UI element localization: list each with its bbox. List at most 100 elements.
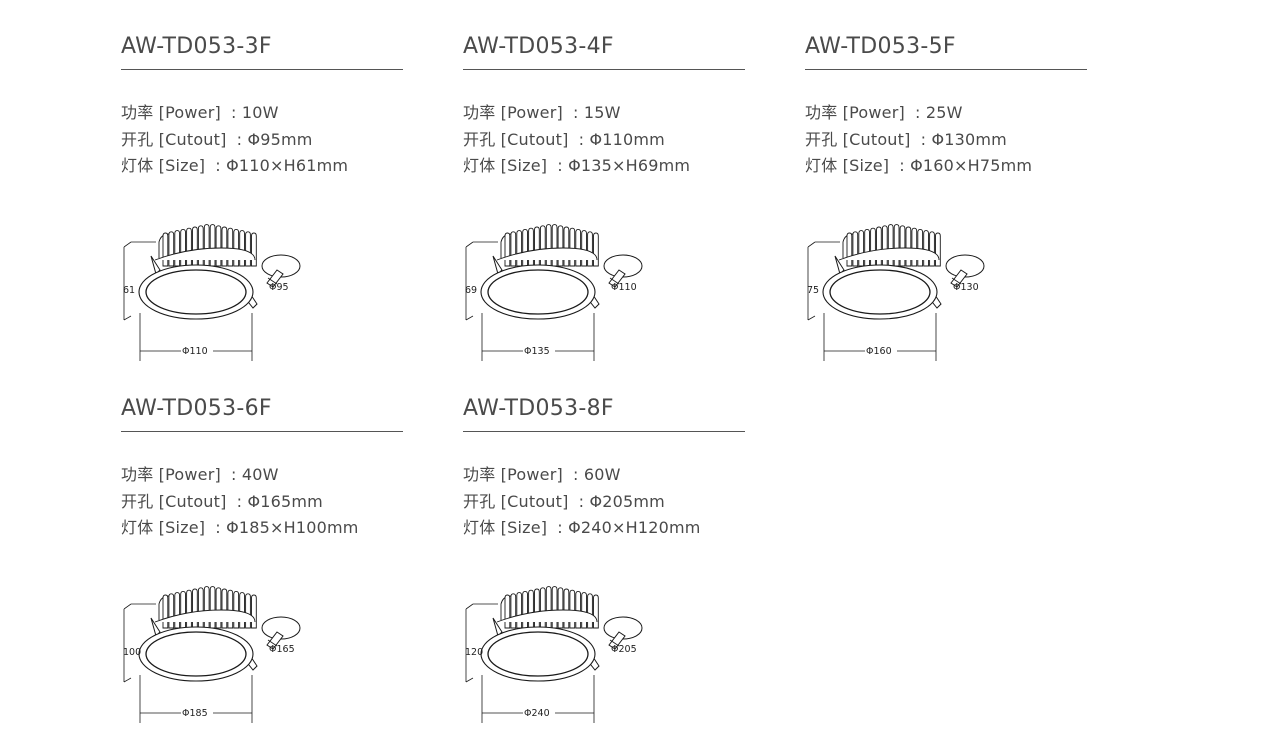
product-card: AW-TD053-4F 功率 [Power]: 15W 开孔 [Cutout]:… xyxy=(463,32,745,361)
downlight-drawing: 69 Φ135 Φ110 xyxy=(463,212,653,361)
diameter-dimension xyxy=(481,313,595,361)
trim-ring-inner xyxy=(145,269,247,315)
height-dim-label: 120 xyxy=(465,647,483,658)
downlight-heatsink xyxy=(154,586,257,629)
spec-list: 功率 [Power]: 60W 开孔 [Cutout]: Φ205mm 灯体 [… xyxy=(463,462,745,542)
height-dimension xyxy=(123,241,156,321)
cutout-hole-icon xyxy=(603,254,643,288)
product-card: AW-TD053-8F 功率 [Power]: 60W 开孔 [Cutout]:… xyxy=(463,394,745,723)
cutout-hole-icon xyxy=(603,616,643,650)
spec-cutout: 开孔 [Cutout]: Φ130mm xyxy=(805,129,1007,149)
cutout-value: Φ110mm xyxy=(589,129,665,149)
spec-list: 功率 [Power]: 40W 开孔 [Cutout]: Φ165mm 灯体 [… xyxy=(121,462,403,542)
trim-ring-inner xyxy=(487,631,589,677)
power-value: 25W xyxy=(925,103,963,122)
spec-power: 功率 [Power]: 40W xyxy=(121,465,279,484)
size-value: Φ135×H69mm xyxy=(568,156,691,175)
height-dim-label: 61 xyxy=(123,285,135,296)
title-divider xyxy=(121,431,403,432)
power-value: 60W xyxy=(583,465,621,484)
spec-list: 功率 [Power]: 10W 开孔 [Cutout]: Φ95mm 灯体 [S… xyxy=(121,100,403,180)
spec-power: 功率 [Power]: 60W xyxy=(463,465,621,484)
trim-ring-inner xyxy=(487,269,589,315)
height-dim-label: 69 xyxy=(465,285,477,296)
downlight-drawing-svg: 75 Φ160 Φ130 xyxy=(807,224,985,361)
spec-cutout: 开孔 [Cutout]: Φ165mm xyxy=(121,491,323,511)
downlight-drawing: 75 Φ160 Φ130 xyxy=(805,212,995,361)
downlight-heatsink xyxy=(838,224,941,267)
size-value: Φ240×H120mm xyxy=(568,518,701,537)
model-title: AW-TD053-8F xyxy=(463,396,614,421)
height-dimension xyxy=(123,603,156,683)
spec-cutout: 开孔 [Cutout]: Φ110mm xyxy=(463,129,665,149)
diameter-dimension xyxy=(139,675,253,723)
cutout-hole-icon xyxy=(261,254,301,288)
model-title: AW-TD053-5F xyxy=(805,34,956,59)
spec-size: 灯体 [Size]: Φ240×H120mm xyxy=(463,518,701,537)
power-value: 10W xyxy=(241,103,279,122)
power-value: 40W xyxy=(241,465,279,484)
downlight-drawing: 100 Φ185 Φ165 xyxy=(121,574,311,723)
spec-list: 功率 [Power]: 25W 开孔 [Cutout]: Φ130mm 灯体 [… xyxy=(805,100,1087,180)
downlight-drawing: 120 Φ240 Φ205 xyxy=(463,574,653,723)
model-title: AW-TD053-6F xyxy=(121,396,272,421)
spec-size: 灯体 [Size]: Φ160×H75mm xyxy=(805,156,1033,175)
diameter-dim-label: Φ185 xyxy=(182,708,208,719)
cutout-hole-icon xyxy=(261,616,301,650)
spec-size: 灯体 [Size]: Φ135×H69mm xyxy=(463,156,691,175)
spec-size: 灯体 [Size]: Φ110×H61mm xyxy=(121,156,349,175)
downlight-heatsink xyxy=(154,224,257,267)
height-dimension xyxy=(465,241,498,321)
product-card: AW-TD053-5F 功率 [Power]: 25W 开孔 [Cutout]:… xyxy=(805,32,1087,361)
spec-power: 功率 [Power]: 10W xyxy=(121,103,279,122)
downlight-drawing-svg: 100 Φ185 Φ165 xyxy=(123,586,301,723)
spec-cutout: 开孔 [Cutout]: Φ205mm xyxy=(463,491,665,511)
downlight-drawing: 61 Φ110 Φ95 xyxy=(121,212,311,361)
title-divider xyxy=(463,431,745,432)
size-value: Φ185×H100mm xyxy=(226,518,359,537)
title-divider xyxy=(805,69,1087,70)
spec-power: 功率 [Power]: 25W xyxy=(805,103,963,122)
model-title: AW-TD053-3F xyxy=(121,34,272,59)
height-dimension xyxy=(807,241,840,321)
cutout-hole-icon xyxy=(945,254,985,288)
product-card: AW-TD053-6F 功率 [Power]: 40W 开孔 [Cutout]:… xyxy=(121,394,403,723)
downlight-heatsink xyxy=(496,586,599,629)
cutout-value: Φ205mm xyxy=(589,491,665,511)
diameter-dimension xyxy=(481,675,595,723)
cutout-value: Φ95mm xyxy=(247,129,313,149)
cutout-dim-label: Φ165 xyxy=(269,644,295,655)
size-value: Φ110×H61mm xyxy=(226,156,349,175)
spec-size: 灯体 [Size]: Φ185×H100mm xyxy=(121,518,359,537)
downlight-drawing-svg: 61 Φ110 Φ95 xyxy=(123,224,301,361)
size-value: Φ160×H75mm xyxy=(910,156,1033,175)
cutout-dim-label: Φ110 xyxy=(611,282,637,293)
diameter-dim-label: Φ160 xyxy=(866,346,892,357)
downlight-heatsink xyxy=(496,224,599,267)
downlight-drawing-svg: 69 Φ135 Φ110 xyxy=(465,224,643,361)
height-dim-label: 100 xyxy=(123,647,141,658)
trim-ring-inner xyxy=(829,269,931,315)
title-divider xyxy=(463,69,745,70)
product-card: AW-TD053-3F 功率 [Power]: 10W 开孔 [Cutout]:… xyxy=(121,32,403,361)
spec-list: 功率 [Power]: 15W 开孔 [Cutout]: Φ110mm 灯体 [… xyxy=(463,100,745,180)
power-value: 15W xyxy=(583,103,621,122)
diameter-dim-label: Φ110 xyxy=(182,346,208,357)
cutout-value: Φ165mm xyxy=(247,491,323,511)
height-dimension xyxy=(465,603,498,683)
cutout-value: Φ130mm xyxy=(931,129,1007,149)
diameter-dimension xyxy=(823,313,937,361)
spec-cutout: 开孔 [Cutout]: Φ95mm xyxy=(121,129,313,149)
trim-ring-inner xyxy=(145,631,247,677)
diameter-dim-label: Φ240 xyxy=(524,708,550,719)
cutout-dim-label: Φ95 xyxy=(269,282,289,293)
cutout-dim-label: Φ130 xyxy=(953,282,979,293)
diameter-dim-label: Φ135 xyxy=(524,346,550,357)
cutout-dim-label: Φ205 xyxy=(611,644,637,655)
title-divider xyxy=(121,69,403,70)
model-title: AW-TD053-4F xyxy=(463,34,614,59)
spec-power: 功率 [Power]: 15W xyxy=(463,103,621,122)
diameter-dimension xyxy=(139,313,253,361)
height-dim-label: 75 xyxy=(807,285,819,296)
downlight-drawing-svg: 120 Φ240 Φ205 xyxy=(465,586,643,723)
